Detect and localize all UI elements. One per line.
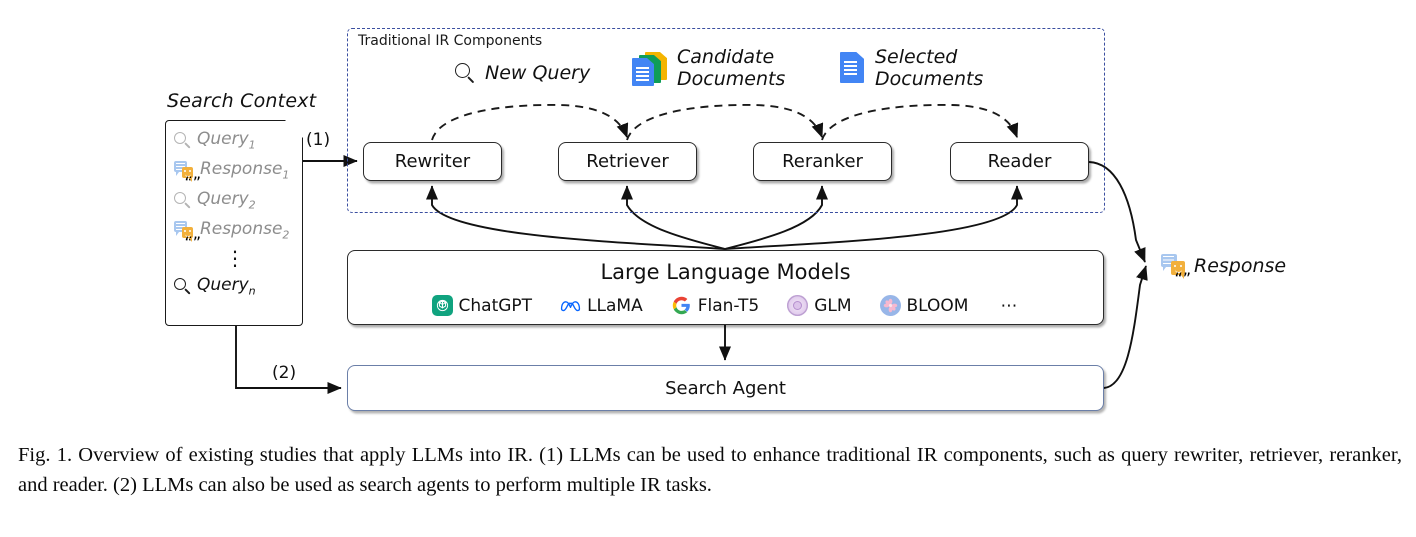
list-item-sub: 2 <box>248 198 256 212</box>
llm-title: Large Language Models <box>600 260 851 284</box>
list-item-label: Response <box>200 158 283 179</box>
legend-label: New Query <box>485 62 591 84</box>
list-item-label: Query <box>197 188 249 209</box>
list-item-sub: 1 <box>248 138 256 152</box>
component-label: Retriever <box>586 151 669 172</box>
llm-more-ellipsis: ⋯ <box>1000 295 1020 316</box>
flow-label-one: (1) <box>306 130 331 150</box>
list-item: Response1 <box>171 155 301 185</box>
list-item-sub: 2 <box>282 228 290 242</box>
legend-label-line2: Documents <box>875 68 984 90</box>
component-box-reader[interactable]: Reader <box>950 142 1089 181</box>
component-label: Rewriter <box>394 151 471 172</box>
search-icon <box>455 62 476 84</box>
llama-meta-logo-icon <box>560 295 581 316</box>
component-label: Reranker <box>782 151 863 172</box>
llm-model-flan-t5: Flan-T5 <box>671 295 759 316</box>
llm-model-name: LLaMA <box>587 295 643 316</box>
legend-label-line1: Selected <box>875 46 958 68</box>
llm-model-name: GLM <box>814 295 852 316</box>
response-label: Response <box>1194 254 1287 277</box>
list-item-sub: 1 <box>282 168 290 182</box>
chatgpt-logo-icon <box>431 295 453 316</box>
legend-selected-documents: Selected Documents <box>840 46 983 90</box>
component-box-retriever[interactable]: Retriever <box>558 142 697 181</box>
component-label: Reader <box>987 151 1052 172</box>
vertical-ellipsis-icon: ⋮ <box>225 246 247 270</box>
response-bubble-icon <box>174 161 194 182</box>
llm-model-list: ChatGPT LLaMA <box>348 295 1103 316</box>
list-item: Response2 <box>171 215 301 245</box>
glm-logo-icon <box>787 295 809 316</box>
list-item: Query1 <box>171 125 301 155</box>
llm-model-bloom: BLOOM <box>879 295 969 316</box>
search-icon <box>174 191 191 209</box>
traditional-ir-title: Traditional IR Components <box>358 33 543 49</box>
list-item: Query2 <box>171 185 301 215</box>
legend-label-line1: Candidate <box>677 46 775 68</box>
llm-model-name: ChatGPT <box>458 295 533 316</box>
search-agent-label: Search Agent <box>665 377 786 399</box>
response-bubble-icon <box>174 221 194 242</box>
component-box-reranker[interactable]: Reranker <box>753 142 892 181</box>
llm-model-name: Flan-T5 <box>697 295 760 316</box>
response-output: Response <box>1161 254 1287 279</box>
google-g-logo-icon <box>671 295 692 316</box>
list-item-label: Query <box>197 128 249 149</box>
response-bubble-icon <box>1161 254 1186 279</box>
llm-model-chatgpt: ChatGPT <box>431 295 533 316</box>
search-context-list: Query1 Response1 Query2 Response2 ⋮ Quer… <box>171 125 301 321</box>
figure-caption: Fig. 1. Overview of existing studies tha… <box>18 444 1402 496</box>
candidate-documents-icon <box>632 50 668 86</box>
list-item-label: Query <box>197 274 249 295</box>
llm-model-name: BLOOM <box>906 295 969 316</box>
traditional-ir-container <box>347 28 1105 213</box>
legend-candidate-documents: Candidate Documents <box>632 46 785 90</box>
component-box-rewriter[interactable]: Rewriter <box>363 142 502 181</box>
legend-label-line2: Documents <box>677 68 786 90</box>
search-icon <box>174 131 191 149</box>
legend-new-query: New Query <box>455 62 590 84</box>
llm-model-llama: LLaMA <box>560 295 643 316</box>
list-item-sub: n <box>248 284 256 298</box>
selected-document-icon <box>840 51 866 85</box>
flow-label-two: (2) <box>272 363 297 383</box>
search-agent-box[interactable]: Search Agent <box>347 365 1104 411</box>
llm-model-glm: GLM <box>787 295 852 316</box>
llm-box: Large Language Models ChatGPT <box>347 250 1104 325</box>
bloom-logo-icon <box>879 295 901 316</box>
list-item: Queryn <box>171 271 301 301</box>
search-context-title: Search Context <box>167 90 317 112</box>
search-icon <box>174 277 191 295</box>
list-item-label: Response <box>200 218 283 239</box>
